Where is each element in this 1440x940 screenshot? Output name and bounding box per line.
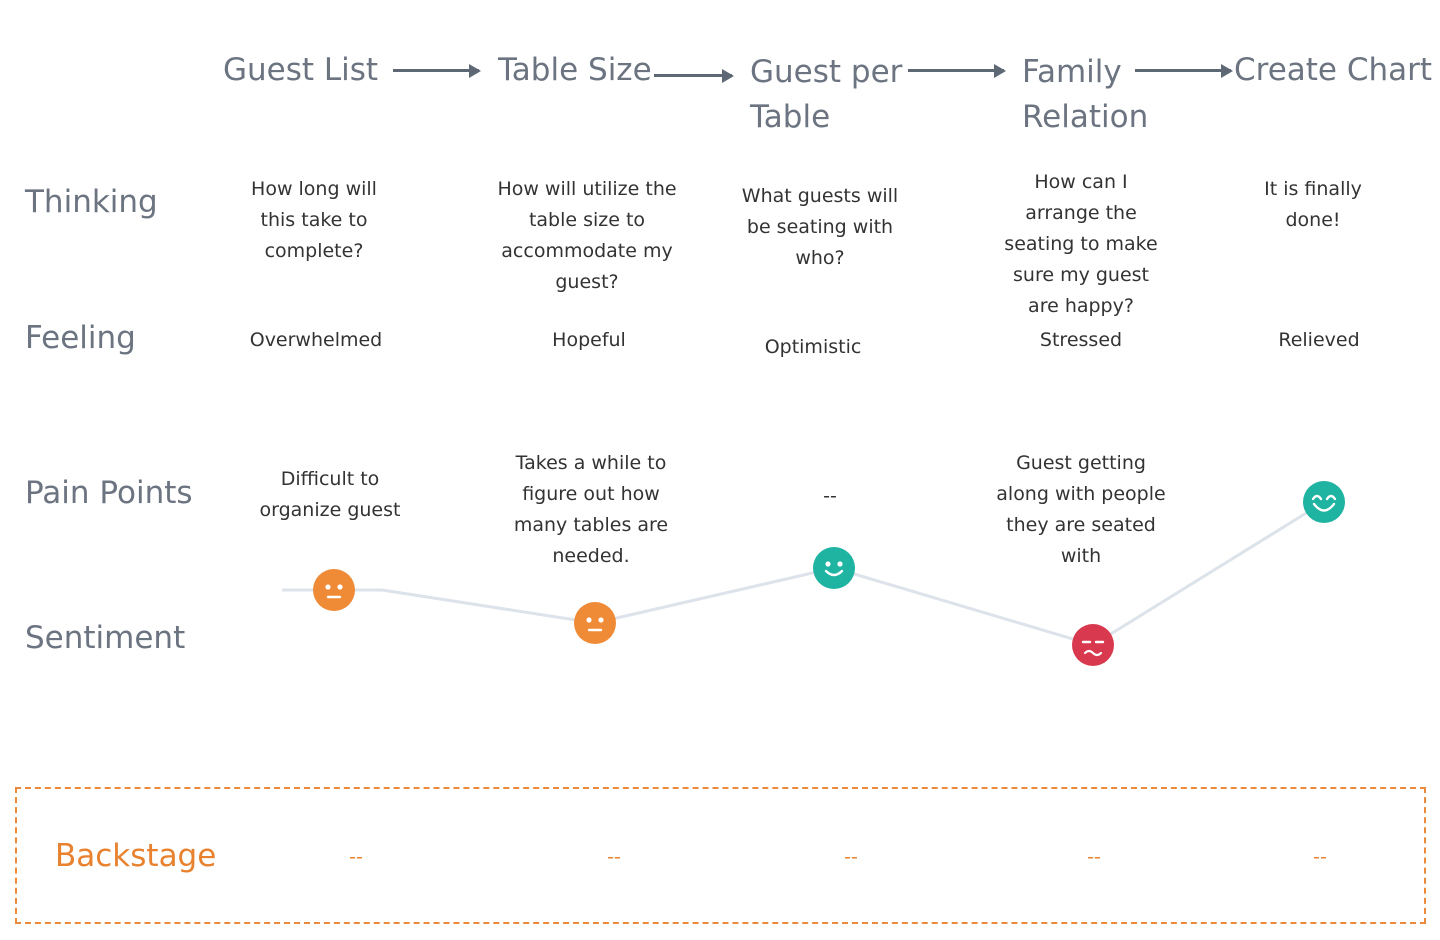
feeling-cell: Overwhelmed xyxy=(249,329,383,351)
sentiment-faces xyxy=(313,481,1345,666)
smile-face-icon xyxy=(813,547,855,589)
feeling-cell: Stressed xyxy=(1039,329,1123,351)
stage-table-size: Table Size xyxy=(498,48,652,93)
thinking-cell: How will utilize the table size to accom… xyxy=(497,178,677,293)
backstage-cell: -- xyxy=(1087,846,1101,868)
pain-point-cell: Guest getting along with people they are… xyxy=(996,452,1166,567)
pain-point-cell: Difficult to organize guest xyxy=(259,468,401,521)
stage-label: Guest per Table xyxy=(750,54,903,135)
backstage-cell: -- xyxy=(844,846,858,868)
thinking-cell: How long will this take to complete? xyxy=(251,178,377,262)
backstage-cell: -- xyxy=(607,846,621,868)
pain-point-cell: Takes a while to figure out how many tab… xyxy=(513,452,669,567)
thinking-cell: What guests will be seating with who? xyxy=(741,185,899,269)
stage-label: Guest List xyxy=(223,52,379,88)
neutral-face-icon xyxy=(574,602,616,644)
feeling-cell: Relieved xyxy=(1278,329,1360,351)
backstage-cell: -- xyxy=(349,846,363,868)
arrow-icon xyxy=(908,64,1006,78)
arrow-icon xyxy=(1135,64,1233,78)
backstage-label: Backstage xyxy=(55,838,217,874)
stage-label: Table Size xyxy=(498,52,652,88)
sentiment-line xyxy=(282,500,1325,647)
stage-family-relation: Family Relation xyxy=(1022,50,1162,140)
backstage-box xyxy=(15,787,1426,924)
stage-guest-list: Guest List xyxy=(223,48,378,93)
feeling-cell: Optimistic xyxy=(764,336,862,358)
pain-point-cell: -- xyxy=(823,485,837,507)
neutral-face-icon xyxy=(313,569,355,611)
arrow-icon xyxy=(393,64,481,78)
arrow-icon xyxy=(654,69,734,83)
backstage-cell: -- xyxy=(1313,846,1327,868)
grin-face-icon xyxy=(1303,481,1345,523)
row-label-pain-points: Pain Points xyxy=(25,475,193,511)
row-label-feeling: Feeling xyxy=(25,320,136,356)
stage-guest-per-table: Guest per Table xyxy=(750,50,910,140)
stage-create-chart: Create Chart xyxy=(1234,48,1432,93)
row-label-thinking: Thinking xyxy=(25,184,158,220)
stage-label: Family Relation xyxy=(1022,54,1149,135)
feeling-cell: Hopeful xyxy=(552,329,626,351)
upset-face-icon xyxy=(1072,624,1114,666)
row-label-sentiment: Sentiment xyxy=(25,620,186,656)
stage-label: Create Chart xyxy=(1234,52,1433,88)
thinking-cell: It is finally done! xyxy=(1264,178,1362,231)
thinking-cell: How can I arrange the seating to make su… xyxy=(1004,171,1158,317)
